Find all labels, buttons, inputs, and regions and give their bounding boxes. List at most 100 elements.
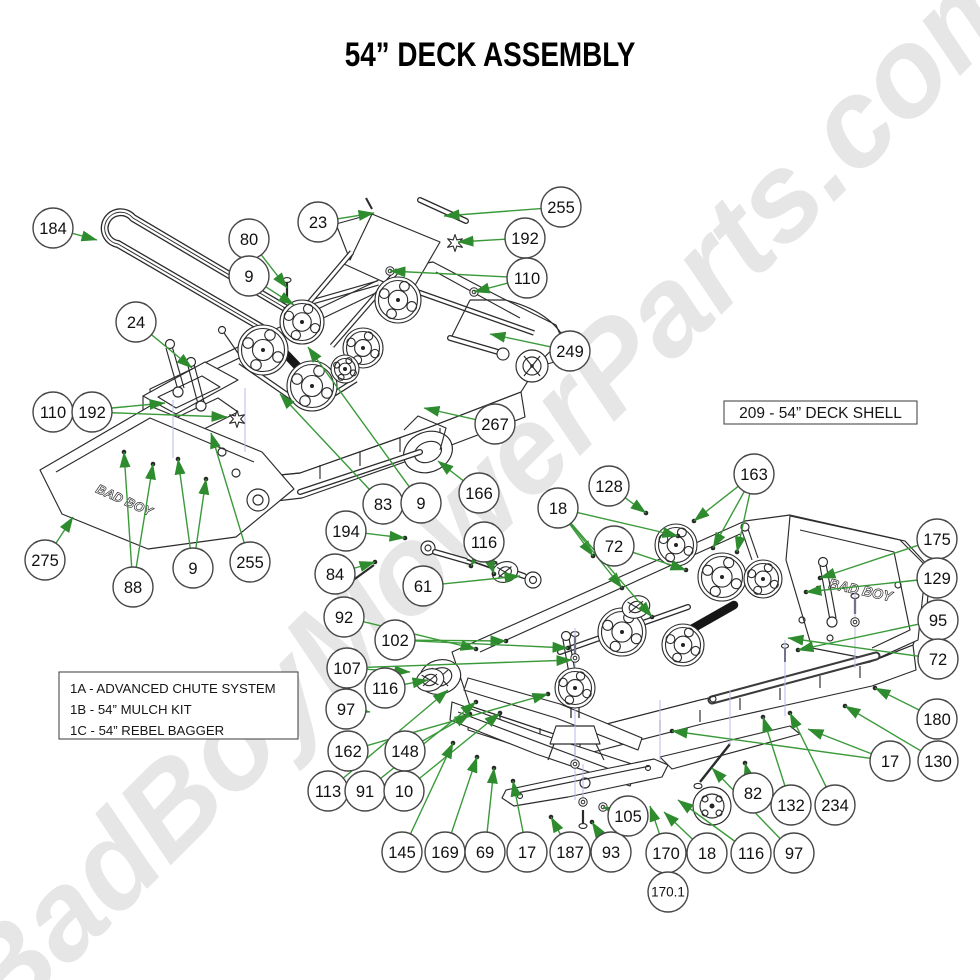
callout-circle (869, 740, 911, 782)
callout-number: 169 (431, 844, 459, 862)
leader-line-95 (797, 623, 919, 653)
idler-arms (164, 325, 241, 412)
callout-170: 170 (645, 832, 687, 874)
callout-number: 83 (374, 496, 392, 514)
pulley (330, 354, 360, 384)
callout-circle (325, 688, 367, 730)
callout-number: 249 (556, 343, 584, 361)
pulley (237, 324, 289, 376)
callout-163: 163 (733, 453, 775, 495)
callout-circle (402, 565, 444, 607)
callout-number: 97 (785, 845, 803, 863)
leader-line-110 (111, 398, 166, 410)
leader-line-80 (260, 254, 288, 289)
leader-line-17 (807, 728, 872, 755)
leader-line-255 (443, 207, 542, 221)
callout-circle (647, 871, 689, 913)
leader-line-17 (671, 727, 871, 759)
callout-number: 84 (326, 566, 344, 584)
leader-line-163 (734, 493, 751, 553)
callout-number: 72 (929, 651, 947, 669)
leader-line-18 (663, 811, 694, 840)
callout-circle (732, 772, 774, 814)
callout-number: 184 (39, 220, 67, 238)
callout-145: 145 (381, 831, 423, 873)
callout-circle (549, 831, 591, 873)
callout-number: 192 (511, 230, 539, 248)
callout-number: 132 (777, 797, 805, 815)
callout-number: 9 (244, 268, 253, 286)
callout-circle (917, 638, 959, 680)
leader-line-145 (409, 742, 454, 835)
logo-side-panel: BAD BOY (785, 515, 927, 661)
callout-187: 187 (549, 831, 591, 873)
leader-line-249 (489, 331, 551, 348)
callout-192: 192 (504, 217, 546, 259)
callout-116: 116 (364, 667, 406, 709)
callout-148: 148 (384, 730, 426, 772)
star-knob (447, 233, 463, 253)
callout-number: 93 (602, 844, 620, 862)
callout-number: 17 (518, 844, 536, 862)
callout-129: 129 (916, 557, 958, 599)
callout-number: 187 (556, 844, 584, 862)
washer (578, 797, 588, 807)
leader-line-180 (874, 687, 920, 711)
callout-circle (323, 596, 365, 638)
pulley (279, 299, 325, 345)
callout-132: 132 (770, 784, 812, 826)
leader-line-102 (414, 640, 569, 653)
callout-95: 95 (917, 599, 959, 641)
callout-number: 107 (333, 660, 361, 678)
leader-line-9 (307, 346, 410, 488)
leader-line-88 (119, 451, 133, 568)
callout-128: 128 (588, 465, 630, 507)
svg-text:54” DECK ASSEMBLY: 54” DECK ASSEMBLY (345, 35, 636, 73)
callout-162: 162 (327, 730, 369, 772)
callout-number: 255 (547, 199, 575, 217)
callout-number: 170 (652, 845, 680, 863)
callout-number: 82 (744, 785, 762, 803)
callout-number: 180 (923, 711, 951, 729)
callout-116: 116 (463, 521, 505, 563)
page-title: 54” DECK ASSEMBLY (345, 35, 636, 73)
callout-circle (590, 831, 632, 873)
pulley (654, 523, 698, 567)
callout-166: 166 (458, 472, 500, 514)
leader-line-148 (422, 713, 471, 742)
leader-line-169 (450, 756, 478, 834)
leader-line-18 (570, 522, 653, 618)
leader-line-275 (55, 516, 74, 544)
callout-97: 97 (773, 832, 815, 874)
callout-184: 184 (32, 207, 74, 249)
callout-170.1: 170.1 (647, 871, 689, 913)
callout-93: 93 (590, 831, 632, 873)
callout-10: 10 (383, 770, 425, 812)
leader-line-116 (677, 799, 736, 842)
callout-circle (770, 784, 812, 826)
callout-18: 18 (686, 832, 728, 874)
pulley (743, 559, 783, 599)
leader-line-166 (437, 460, 464, 482)
callout-number: 18 (549, 500, 567, 518)
callout-number: 116 (738, 845, 764, 863)
callout-circle (24, 539, 66, 581)
callout-175: 175 (916, 518, 958, 560)
callout-255: 255 (540, 186, 582, 228)
callout-number: 105 (614, 808, 642, 826)
leader-line-110 (473, 282, 508, 294)
callout-number: 97 (337, 701, 355, 719)
callout-circle (506, 257, 548, 299)
callout-number: 275 (31, 552, 59, 570)
info-line-1c: 1C - 54” REBEL BAGGER (70, 723, 224, 738)
callout-number: 116 (471, 534, 497, 552)
leader-line-9 (195, 478, 210, 549)
leader-line-23 (337, 210, 375, 221)
callout-110: 110 (32, 391, 74, 433)
skid-strip (659, 651, 881, 770)
leader-line-72 (632, 551, 687, 571)
callout-234: 234 (814, 784, 856, 826)
leader-line-72 (787, 634, 919, 657)
callout-72: 72 (917, 638, 959, 680)
